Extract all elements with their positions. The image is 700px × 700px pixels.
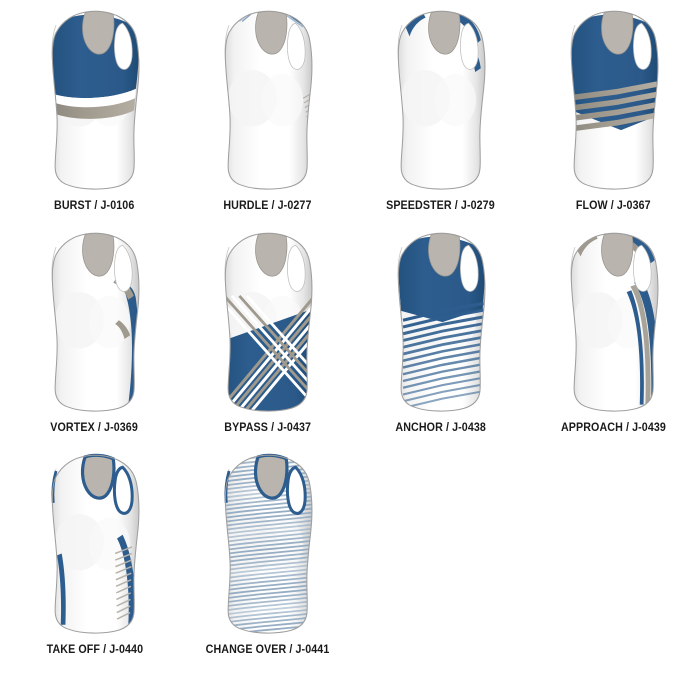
jersey-illustration-speedster — [397, 10, 486, 190]
jersey-illustration-bypass — [224, 232, 313, 412]
jersey-illustration-hurdle — [224, 10, 313, 190]
product-cell-vortex[interactable]: VORTEX / J-0369 — [12, 226, 177, 448]
jersey-image-changeover[interactable] — [185, 448, 350, 644]
product-cell-bypass[interactable]: BYPASS / J-0437 — [185, 226, 350, 448]
product-cell-flow[interactable]: FLOW / J-0367 — [531, 4, 696, 226]
jersey-image-bypass[interactable] — [185, 226, 350, 422]
product-catalog-grid: BURST / J-0106 HURDLE / J-0277 — [12, 4, 696, 670]
product-cell-hurdle[interactable]: HURDLE / J-0277 — [185, 4, 350, 226]
jersey-illustration-takeoff — [51, 453, 140, 634]
jersey-illustration-vortex — [51, 232, 140, 412]
product-cell-burst[interactable]: BURST / J-0106 — [12, 4, 177, 226]
jersey-illustration-burst — [51, 10, 140, 190]
product-label-takeoff: TAKE OFF / J-0440 — [46, 644, 143, 656]
product-label-approach: APPROACH / J-0439 — [560, 422, 667, 434]
product-cell-takeoff[interactable]: TAKE OFF / J-0440 — [12, 448, 177, 670]
jersey-illustration-anchor — [397, 232, 486, 412]
jersey-image-hurdle[interactable] — [185, 4, 350, 200]
product-label-flow: FLOW / J-0367 — [576, 200, 651, 212]
product-label-anchor: ANCHOR / J-0438 — [395, 422, 486, 434]
jersey-image-burst[interactable] — [12, 4, 177, 200]
jersey-image-vortex[interactable] — [12, 226, 177, 422]
jersey-image-takeoff[interactable] — [12, 448, 177, 644]
product-label-speedster: SPEEDSTER / J-0279 — [386, 200, 495, 212]
product-cell-speedster[interactable]: SPEEDSTER / J-0279 — [358, 4, 523, 226]
jersey-image-flow[interactable] — [531, 4, 696, 200]
product-cell-approach[interactable]: APPROACH / J-0439 — [531, 226, 696, 448]
product-label-burst: BURST / J-0106 — [54, 200, 135, 212]
jersey-image-approach[interactable] — [531, 226, 696, 422]
product-label-bypass: BYPASS / J-0437 — [224, 422, 311, 434]
product-label-hurdle: HURDLE / J-0277 — [223, 200, 312, 212]
jersey-image-speedster[interactable] — [358, 4, 523, 200]
product-label-changeover: CHANGE OVER / J-0441 — [205, 644, 330, 656]
product-cell-changeover[interactable]: CHANGE OVER / J-0441 — [185, 448, 350, 670]
jersey-illustration-changeover — [224, 453, 313, 634]
product-label-vortex: VORTEX / J-0369 — [50, 422, 139, 434]
jersey-image-anchor[interactable] — [358, 226, 523, 422]
jersey-illustration-flow — [570, 10, 659, 190]
jersey-illustration-approach — [570, 232, 659, 412]
product-cell-anchor[interactable]: ANCHOR / J-0438 — [358, 226, 523, 448]
